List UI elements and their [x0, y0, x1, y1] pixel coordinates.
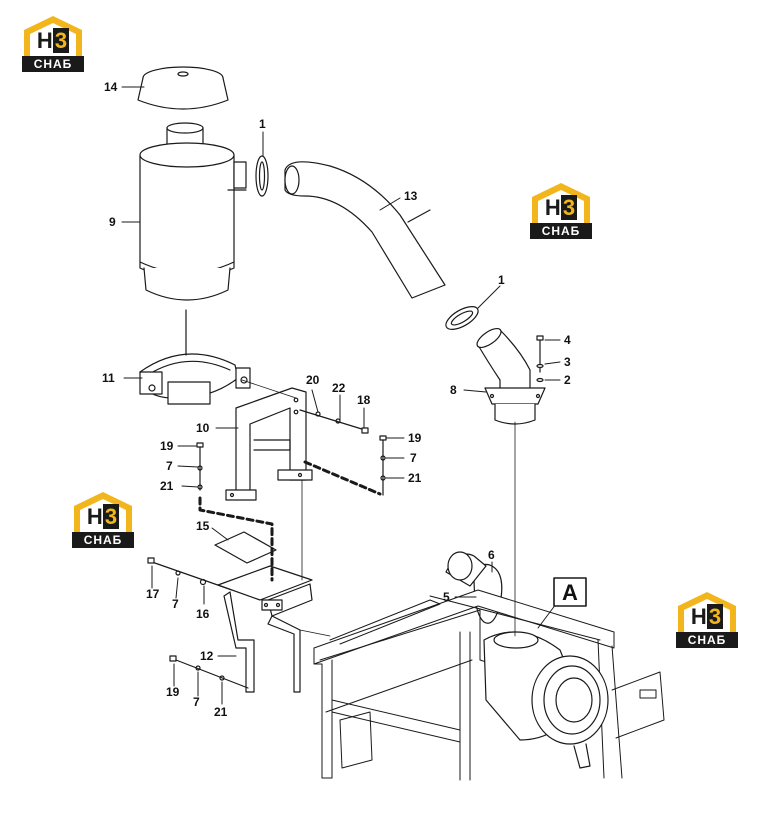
callout-1-lower: 1 — [498, 273, 505, 287]
brand-mark: H3 — [86, 504, 120, 529]
callout-8: 8 — [450, 383, 457, 397]
callout-11: 11 — [102, 371, 115, 385]
part-8-elbow-adapter — [476, 327, 546, 425]
part-15-gasket-plate — [214, 531, 277, 564]
part-10-upper-bracket — [225, 387, 313, 501]
part-19-7-21-fasteners-right — [379, 435, 387, 496]
brand-logo-2: H3 СНАБ — [530, 183, 592, 239]
view-a-label: A — [562, 580, 578, 605]
callout-1-upper: 1 — [259, 117, 266, 131]
part-1-seal-lower — [445, 306, 479, 330]
callout-7-mid: 7 — [172, 597, 179, 611]
callout-19-left: 19 — [160, 439, 174, 453]
callout-7-left: 7 — [166, 459, 173, 473]
brand-word: СНАБ — [22, 56, 84, 72]
callout-7-right: 7 — [410, 451, 417, 465]
machine-frame — [313, 589, 665, 781]
part-1-seal-upper — [255, 155, 269, 197]
view-a-marker — [553, 577, 587, 607]
callout-10: 10 — [196, 421, 210, 435]
part-19-7-21-fasteners-left — [196, 442, 204, 491]
part-13-intake-hose — [284, 161, 446, 299]
part-11-band-clamp — [139, 309, 251, 405]
callout-18: 18 — [357, 393, 371, 407]
callout-14: 14 — [104, 80, 118, 94]
brand-word: СНАБ — [676, 632, 738, 648]
callout-3: 3 — [564, 355, 571, 369]
callout-16: 16 — [196, 607, 210, 621]
part-4-3-2-fasteners — [536, 335, 544, 383]
brand-logo-3: H3 СНАБ — [72, 492, 134, 548]
engine-turbo — [445, 551, 609, 769]
brand-mark: H3 — [544, 195, 578, 220]
part-9-air-filter — [139, 122, 247, 301]
part-12-lower-bracket — [217, 565, 313, 693]
callout-19-lower: 19 — [166, 685, 180, 699]
callout-9: 9 — [109, 215, 116, 229]
callout-15: 15 — [196, 519, 210, 533]
callout-7-lower: 7 — [193, 695, 200, 709]
callout-labels: 14 9 1 13 1 4 3 2 8 11 10 20 22 18 19 7 … — [102, 80, 578, 719]
brand-word: СНАБ — [72, 532, 134, 548]
brand-logo-1: H3 СНАБ — [22, 16, 84, 72]
assembly-dashes — [198, 460, 382, 582]
brand-mark: H3 — [690, 604, 724, 629]
callout-22: 22 — [332, 381, 346, 395]
callout-2: 2 — [564, 373, 571, 387]
leader-lines — [121, 86, 561, 705]
callout-4: 4 — [564, 333, 571, 347]
part-14-precleaner-cap — [137, 66, 229, 110]
callout-21-lower: 21 — [214, 705, 228, 719]
callout-13: 13 — [404, 189, 418, 203]
callout-21-right: 21 — [408, 471, 422, 485]
callout-12: 12 — [200, 649, 214, 663]
part-19-7-21-fasteners-lower — [169, 655, 249, 689]
brand-logo-4: H3 СНАБ — [676, 592, 738, 648]
callout-21-left: 21 — [160, 479, 174, 493]
brand-mark: H3 — [36, 28, 70, 53]
callout-5: 5 — [443, 590, 450, 604]
callout-19-right: 19 — [408, 431, 422, 445]
callout-20: 20 — [306, 373, 320, 387]
brand-word: СНАБ — [530, 223, 592, 239]
part-20-22-18-bolt-set — [299, 409, 369, 434]
callout-17: 17 — [146, 587, 160, 601]
center-lines — [241, 379, 516, 637]
callout-6: 6 — [488, 548, 495, 562]
